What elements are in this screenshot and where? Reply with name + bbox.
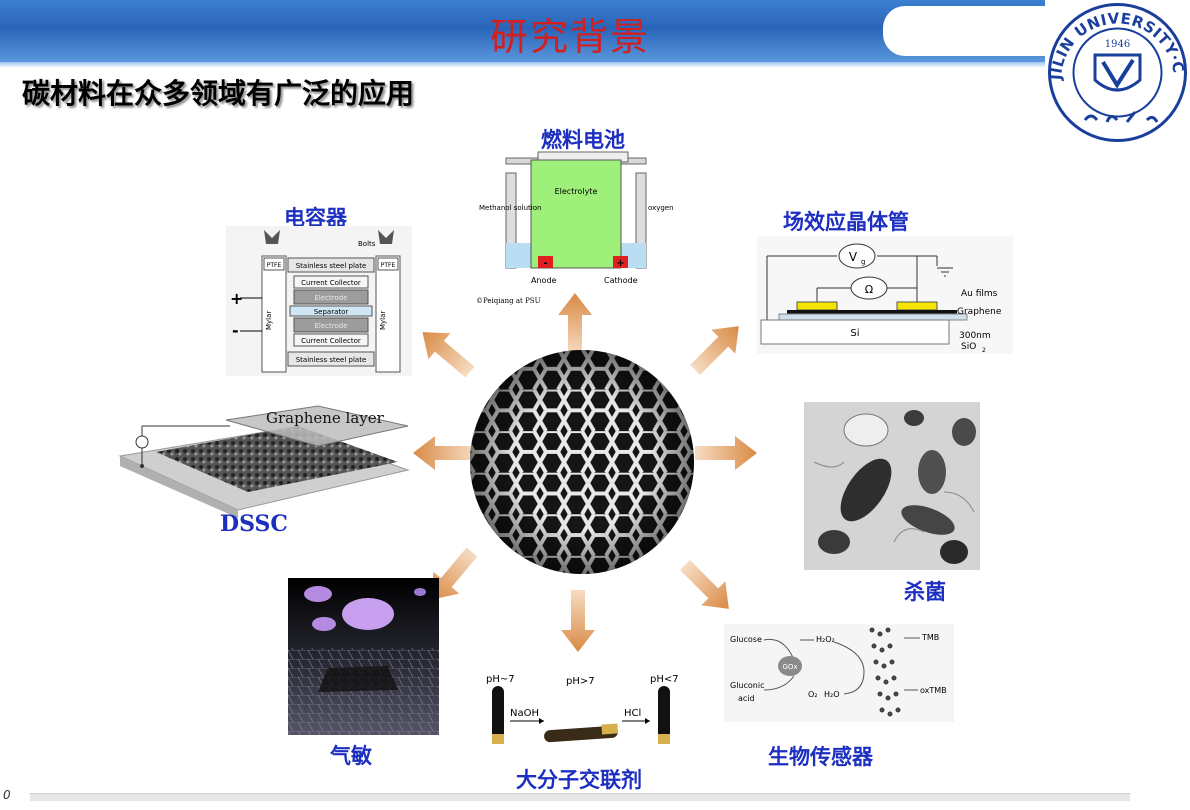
- capacitor-minus: -: [232, 321, 239, 340]
- biosensor-h2o: H₂O: [824, 690, 840, 699]
- dssc-graphene-layer: Graphene layer: [266, 409, 385, 427]
- graphene-lattice-icon: [470, 350, 694, 574]
- fuel-cell-cathode: Cathode: [604, 276, 638, 285]
- fet-graphene: Graphene: [957, 307, 1002, 317]
- capacitor-layer-4: Separator: [314, 308, 349, 316]
- label-dssc: DSSC: [220, 511, 288, 537]
- fet-au-films: Au films: [961, 289, 998, 299]
- label-biosensor: 生物传感器: [768, 745, 873, 769]
- biosensor-tmb: TMB: [921, 633, 939, 642]
- fuel-cell-anode: Anode: [531, 276, 557, 285]
- fet-vg-sub: g: [861, 258, 865, 266]
- label-fet: 场效应晶体管: [783, 210, 909, 234]
- fet-ohm: Ω: [865, 283, 873, 296]
- antibacterial-micrograph: [804, 402, 980, 570]
- fuel-cell-plus: +: [616, 258, 624, 269]
- biosensor-gluconic-b: acid: [738, 694, 755, 703]
- biosensor-gox: GOx: [782, 663, 797, 671]
- biosensor-h2o2: H₂O₂: [816, 635, 835, 644]
- biosensor-o2: O₂: [808, 690, 818, 699]
- header-tab: [883, 6, 1058, 56]
- capacitor-diagram: Bolts PTFE PTFE Mylar Mylar + - Stainles…: [226, 226, 412, 376]
- fuel-cell-diagram: - + Electrolyte Methanol solution oxygen…: [476, 151, 676, 305]
- fet-diagram: V g Ω Si Au films Graphene 300nm SiO 2: [757, 236, 1013, 354]
- fuel-cell-oxygen: oxygen (air): [648, 204, 676, 212]
- crosslink-naoh: NaOH: [510, 708, 539, 719]
- capacitor-ptfe-left: PTFE: [267, 262, 282, 269]
- university-seal-icon: JILIN UNIVERSITY·CHINA 1946: [1045, 0, 1190, 145]
- footer-bar: [30, 793, 1130, 801]
- label-antibacterial: 杀菌: [904, 580, 946, 604]
- fuel-cell-methanol: Methanol solution: [479, 204, 541, 212]
- slide-subtitle: 碳材料在众多领域有广泛的应用: [22, 77, 415, 110]
- capacitor-mylar-left: Mylar: [265, 311, 273, 330]
- capacitor-plus: +: [230, 289, 243, 308]
- label-gas-sensor: 气敏: [330, 744, 372, 768]
- biosensor-glucose: Glucose: [730, 635, 762, 644]
- label-fuel-cell: 燃料电池: [541, 128, 625, 152]
- fet-sio2-a: 300nm: [959, 331, 991, 341]
- capacitor-bolts: Bolts: [358, 240, 376, 248]
- fuel-cell-minus: -: [543, 258, 547, 269]
- biosensor-diagram: Glucose H₂O₂ GOx Gluconic acid O₂ H₂O TM…: [724, 624, 954, 722]
- label-crosslink: 大分子交联剂: [516, 768, 642, 792]
- fet-vg: V: [849, 250, 858, 264]
- gas-sensor-image: [288, 578, 439, 735]
- capacitor-layer-6: Current Collector: [301, 337, 361, 345]
- fet-sio2-sub: 2: [982, 347, 986, 354]
- capacitor-layer-7: Stainless steel plate: [296, 356, 367, 364]
- fet-si: Si: [850, 328, 859, 339]
- crosslink-diagram: pH~7 pH>7 pH<7 NaOH HCl: [486, 674, 679, 744]
- crosslink-hcl: HCl: [624, 708, 641, 719]
- arrow-down: [561, 590, 595, 652]
- crosslink-ph2: pH>7: [566, 676, 595, 687]
- header-underline: [0, 62, 1060, 68]
- capacitor-mylar-right: Mylar: [379, 311, 387, 330]
- capacitor-layer-3: Electrode: [314, 294, 347, 302]
- dssc-diagram: Graphene layer: [118, 405, 410, 518]
- capacitor-layer-5: Electrode: [314, 322, 347, 330]
- crosslink-ph3: pH<7: [650, 674, 679, 685]
- arrow-left: [413, 436, 475, 470]
- capacitor-layer-1: Stainless steel plate: [296, 262, 367, 270]
- page-number: 0: [3, 788, 11, 802]
- fet-sio2-b: SiO: [961, 342, 976, 352]
- capacitor-ptfe-right: PTFE: [381, 262, 396, 269]
- crosslink-ph1: pH~7: [486, 674, 515, 685]
- logo-year: 1946: [1105, 39, 1130, 50]
- capacitor-layer-2: Current Collector: [301, 279, 361, 287]
- slide-title: 研究背景: [489, 15, 650, 59]
- fuel-cell-electrolyte: Electrolyte: [555, 187, 598, 196]
- biosensor-gluconic-a: Gluconic: [730, 681, 764, 690]
- biosensor-oxtmb: oxTMB: [920, 686, 947, 695]
- fuel-cell-credit: ©Peiqiang at PSU: [476, 297, 541, 305]
- arrow-right: [695, 436, 757, 470]
